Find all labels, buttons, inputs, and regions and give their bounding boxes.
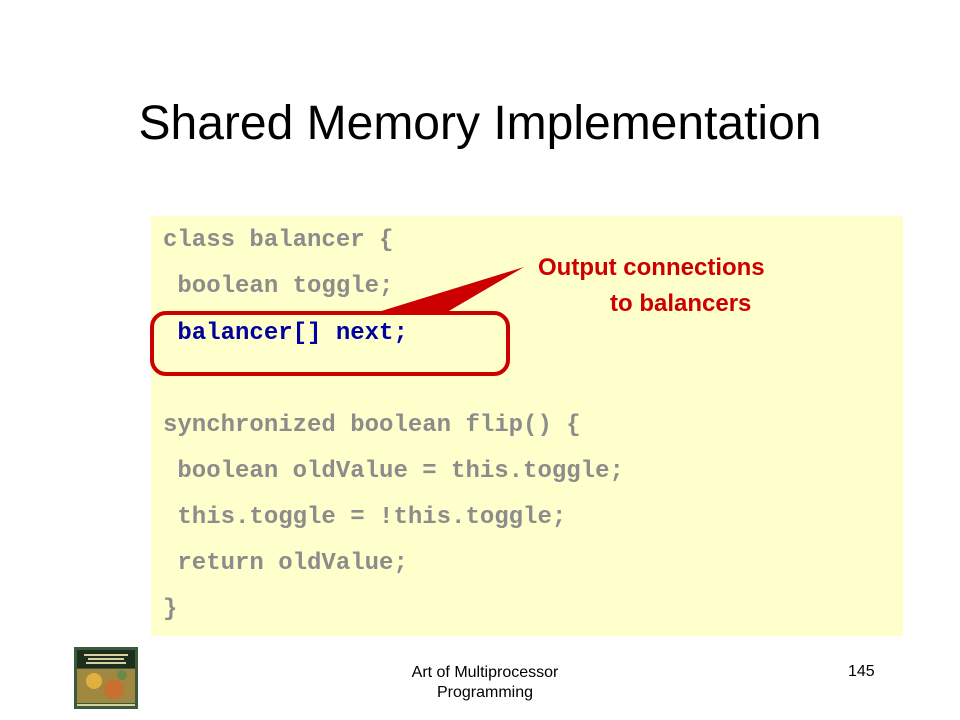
callout-pointer (375, 267, 524, 315)
highlight-outline (150, 311, 510, 376)
footer-book-title: Art of Multiprocessor Programming (411, 664, 559, 701)
code-line-close-brace: } (163, 596, 178, 623)
code-line-class-decl: class balancer { (163, 227, 394, 254)
callout-line-1: Output connections (538, 254, 765, 281)
code-line-toggle-assign: this.toggle = !this.toggle; (163, 504, 567, 531)
code-line-return: return oldValue; (163, 550, 408, 577)
code-block: class balancer { boolean toggle; balance… (151, 216, 903, 636)
code-line-old-value: boolean oldValue = this.toggle; (163, 458, 624, 485)
page-number: 145 (848, 663, 875, 680)
book-cover-icon (74, 647, 138, 709)
code-line-toggle-field: boolean toggle; (163, 273, 394, 300)
slide-title: Shared Memory Implementation (138, 97, 822, 150)
code-line-next-field: balancer[] next; (163, 320, 408, 347)
callout-line-2: to balancers (610, 290, 752, 317)
code-line-flip-decl: synchronized boolean flip() { (163, 412, 581, 439)
